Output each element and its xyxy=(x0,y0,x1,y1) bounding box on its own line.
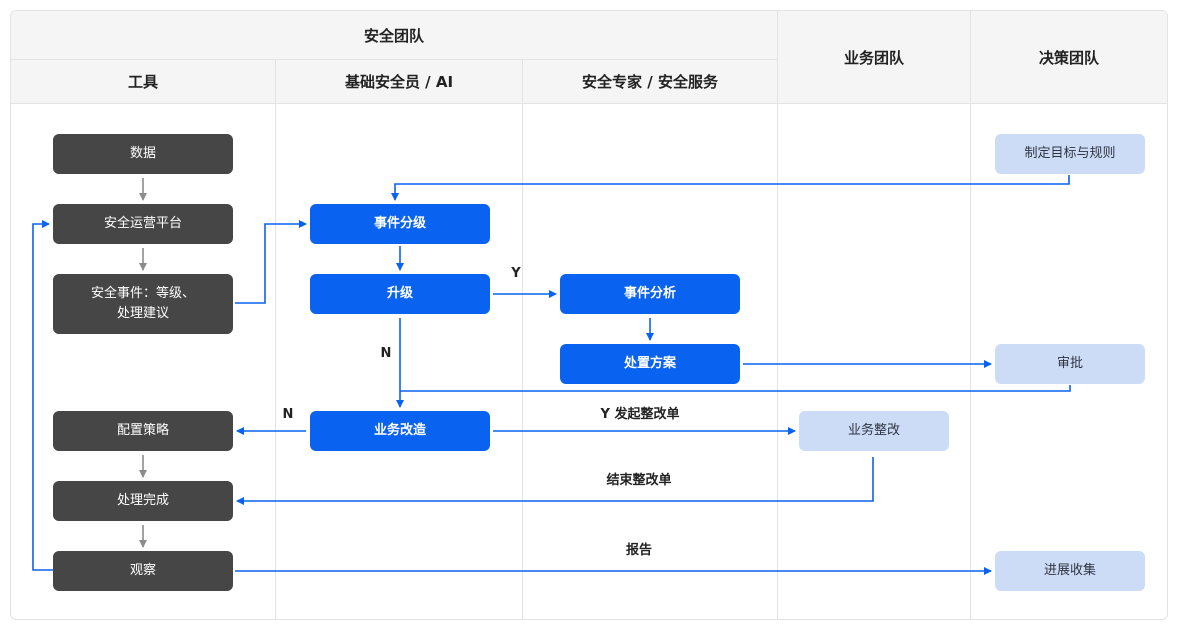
label-n-escalate: N xyxy=(380,346,392,361)
header-decision-team: 决策团队 xyxy=(971,11,1167,103)
node-progress-collect[interactable]: 进展收集 xyxy=(995,551,1145,591)
header-divider xyxy=(11,59,777,60)
node-config-policy[interactable]: 配置策略 xyxy=(53,411,233,451)
header-business-team: 业务团队 xyxy=(778,11,970,103)
node-escalate[interactable]: 升级 xyxy=(310,274,490,314)
node-security-event[interactable]: 安全事件：等级、 处理建议 xyxy=(53,274,233,334)
header-basic-staff: 基础安全员 / AI xyxy=(276,60,522,103)
column-divider xyxy=(970,11,971,619)
node-done[interactable]: 处理完成 xyxy=(53,481,233,521)
header-tools: 工具 xyxy=(11,60,275,103)
header-experts: 安全专家 / 安全服务 xyxy=(523,60,777,103)
label-report: 报告 xyxy=(625,543,653,558)
column-divider xyxy=(777,11,778,619)
node-plan[interactable]: 处置方案 xyxy=(560,344,740,384)
label-n-remediation: N xyxy=(282,407,294,422)
node-set-goals[interactable]: 制定目标与规则 xyxy=(995,134,1145,174)
header-security-team: 安全团队 xyxy=(11,11,777,59)
node-observe[interactable]: 观察 xyxy=(53,551,233,591)
column-divider xyxy=(522,60,523,619)
header-bottom-border xyxy=(11,103,1167,104)
node-biz-remediation[interactable]: 业务改造 xyxy=(310,411,490,451)
label-start-rectify: Y 发起整改单 xyxy=(600,407,680,422)
node-event-analysis[interactable]: 事件分析 xyxy=(560,274,740,314)
column-divider xyxy=(275,60,276,619)
node-approve[interactable]: 审批 xyxy=(995,344,1145,384)
label-y-escalate: Y xyxy=(511,266,521,281)
node-soc-platform[interactable]: 安全运营平台 xyxy=(53,204,233,244)
node-data[interactable]: 数据 xyxy=(53,134,233,174)
node-event-grading[interactable]: 事件分级 xyxy=(310,204,490,244)
label-end-rectify: 结束整改单 xyxy=(606,473,672,488)
node-biz-rectify[interactable]: 业务整改 xyxy=(799,411,949,451)
